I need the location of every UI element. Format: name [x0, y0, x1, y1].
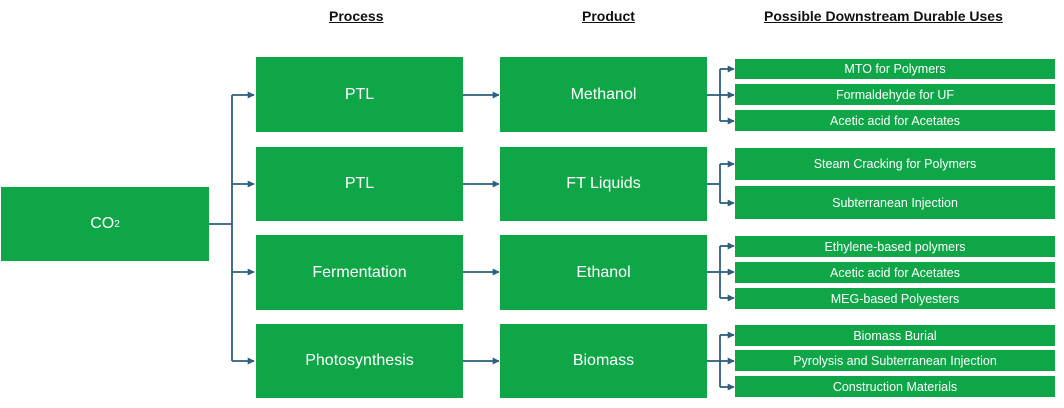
- product-node: Ethanol: [500, 235, 707, 310]
- process-node: PTL: [256, 147, 463, 221]
- process-node: PTL: [256, 57, 463, 132]
- use-node: Steam Cracking for Polymers: [735, 148, 1055, 180]
- co2-label: CO: [90, 215, 115, 232]
- product-node: Biomass: [500, 324, 707, 398]
- product-node: Methanol: [500, 57, 707, 132]
- product-node: FT Liquids: [500, 147, 707, 221]
- header-product: Product: [582, 8, 635, 24]
- process-node: Photosynthesis: [256, 324, 463, 398]
- use-node: Ethylene-based polymers: [735, 236, 1055, 257]
- header-uses: Possible Downstream Durable Uses: [764, 8, 1003, 24]
- co2-subscript: 2: [114, 218, 120, 230]
- header-process: Process: [329, 8, 384, 24]
- use-node: Pyrolysis and Subterranean Injection: [735, 350, 1055, 371]
- use-node: Acetic acid for Acetates: [735, 262, 1055, 283]
- use-node: Subterranean Injection: [735, 186, 1055, 219]
- process-node: Fermentation: [256, 235, 463, 310]
- use-node: MEG-based Polyesters: [735, 288, 1055, 309]
- use-node: Biomass Burial: [735, 325, 1055, 346]
- use-node: MTO for Polymers: [735, 59, 1055, 79]
- use-node: Acetic acid for Acetates: [735, 110, 1055, 131]
- use-node: Formaldehyde for UF: [735, 84, 1055, 105]
- use-node: Construction Materials: [735, 376, 1055, 397]
